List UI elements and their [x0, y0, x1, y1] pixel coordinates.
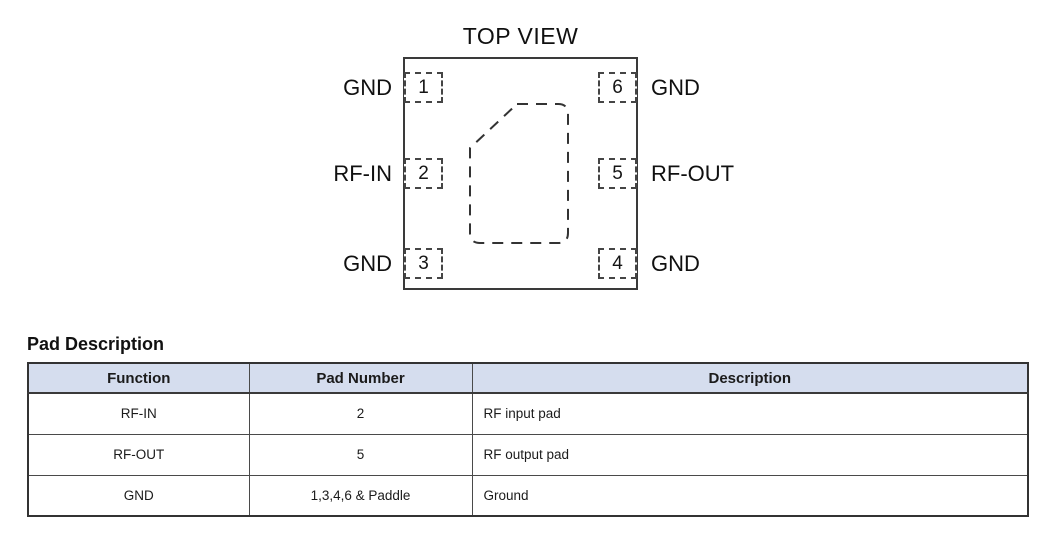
pin-6-label: GND — [651, 74, 700, 100]
pin-3-label: GND — [343, 250, 392, 276]
header-description: Description — [471, 362, 1029, 394]
pad-4: 4 — [598, 248, 637, 279]
pin-1-label: GND — [343, 74, 392, 100]
cell-function: RF-IN — [27, 392, 250, 435]
cell-pad-number: 2 — [248, 392, 473, 435]
pad-5-number: 5 — [612, 162, 623, 184]
pad-4-number: 4 — [612, 252, 623, 274]
pad-description-table: Function Pad Number Description RF-IN 2 … — [27, 362, 1029, 517]
cell-description: Ground — [471, 474, 1029, 517]
header-function: Function — [27, 362, 250, 394]
pad-3: 3 — [404, 248, 443, 279]
pad-2: 2 — [404, 158, 443, 189]
cell-pad-number: 1,3,4,6 & Paddle — [248, 474, 473, 517]
pad-6-number: 6 — [612, 76, 623, 98]
cell-function: GND — [27, 474, 250, 517]
cell-description: RF input pad — [471, 392, 1029, 435]
pad-1-number: 1 — [418, 76, 429, 98]
cell-description: RF output pad — [471, 433, 1029, 476]
cell-function: RF-OUT — [27, 433, 250, 476]
pad-3-number: 3 — [418, 252, 429, 274]
header-pad-number: Pad Number — [248, 362, 473, 394]
pin-5-label: RF-OUT — [651, 160, 735, 186]
pin-2-label: RF-IN — [333, 160, 392, 186]
cell-pad-number: 5 — [248, 433, 473, 476]
pad-2-number: 2 — [418, 162, 429, 184]
table-row: GND 1,3,4,6 & Paddle Ground — [27, 474, 1029, 517]
pad-6: 6 — [598, 72, 637, 103]
diagram-title: TOP VIEW — [462, 23, 579, 49]
pad-1: 1 — [404, 72, 443, 103]
table-header-row: Function Pad Number Description — [27, 362, 1029, 394]
table-title: Pad Description — [27, 334, 165, 354]
table-row: RF-IN 2 RF input pad — [27, 392, 1029, 435]
pad-5: 5 — [598, 158, 637, 189]
table-row: RF-OUT 5 RF output pad — [27, 433, 1029, 476]
pin-4-label: GND — [651, 250, 700, 276]
